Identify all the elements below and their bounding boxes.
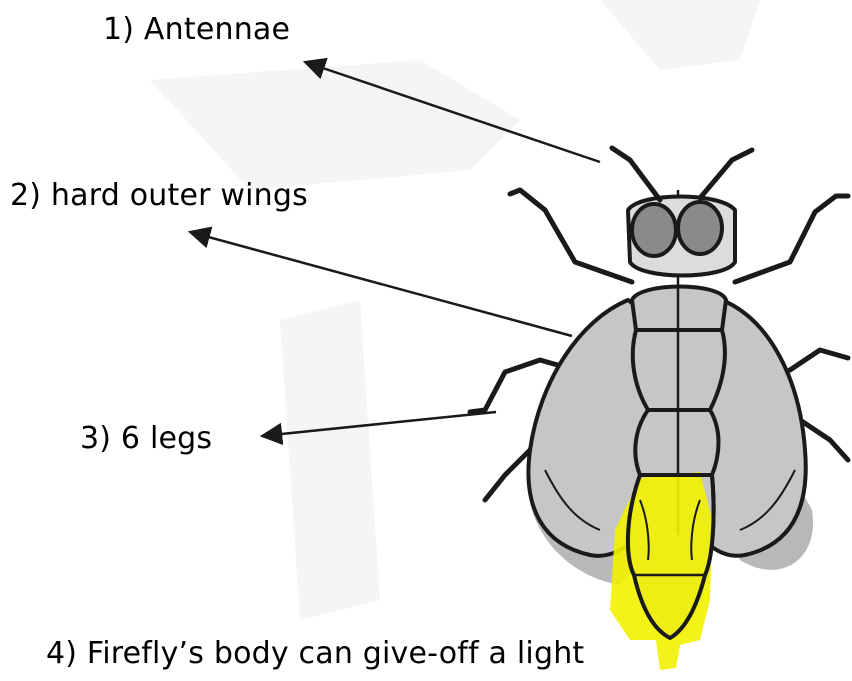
left-antenna [612,148,660,200]
firefly-antennae [612,148,752,200]
arrow-wings [190,232,572,336]
label-antennae: 1) Antennae [103,12,290,47]
left-eye [632,204,676,256]
label-hard-outer-wings: 2) hard outer wings [10,178,308,213]
label-body-light: 4) Firefly’s body can give-off a light [46,636,584,671]
firefly-head [628,197,735,276]
right-antenna [700,150,752,198]
right-eye [678,202,722,254]
front-left-leg [510,190,632,282]
front-right-leg [735,196,848,282]
label-six-legs: 3) 6 legs [80,421,212,456]
middle-right-leg [790,350,848,370]
